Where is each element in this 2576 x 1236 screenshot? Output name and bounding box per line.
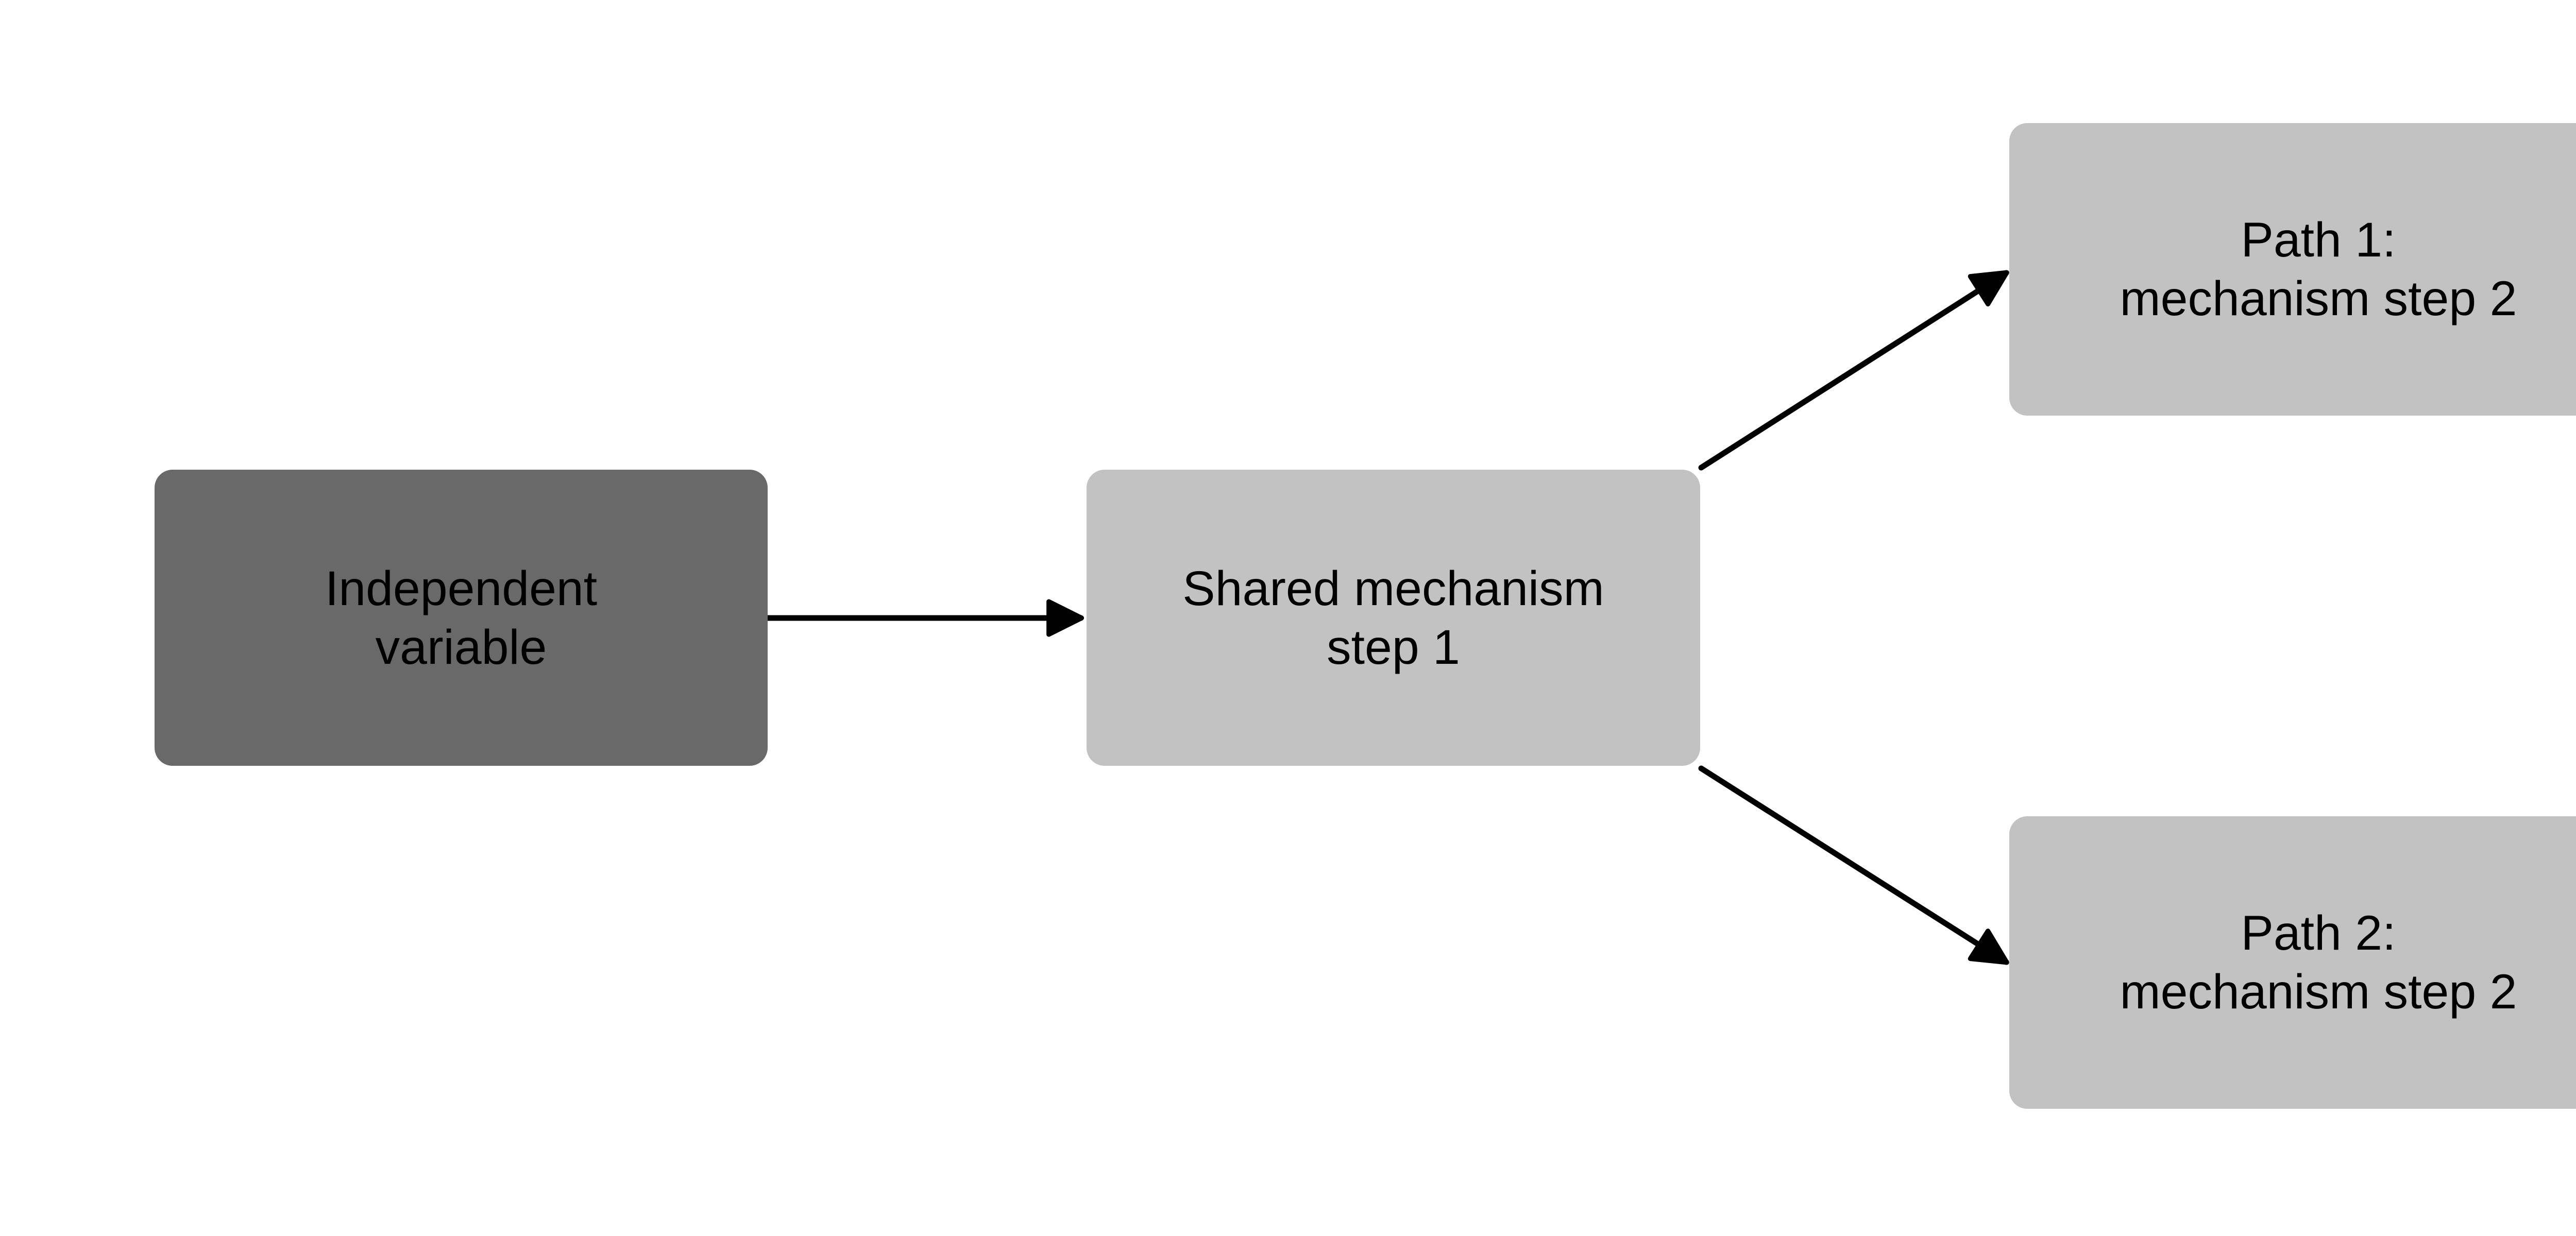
node-path-2-mechanism-step-2-label: Path 2: mechanism step 2	[2120, 906, 2517, 1019]
edge-shared-to-path2	[1698, 765, 2009, 965]
node-independent-variable: Independent variable	[155, 470, 768, 766]
node-path-2-mechanism-step-2: Path 2: mechanism step 2	[2009, 816, 2576, 1109]
node-shared-mechanism-step-1-label: Shared mechanism step 1	[1182, 561, 1604, 675]
node-path-1-mechanism-step-2: Path 1: mechanism step 2	[2009, 123, 2576, 416]
edge-shared-to-path1	[1698, 270, 2009, 471]
node-independent-variable-label: Independent variable	[325, 561, 598, 675]
node-shared-mechanism-step-1: Shared mechanism step 1	[1087, 470, 1700, 766]
node-path-1-mechanism-step-2-label: Path 1: mechanism step 2	[2120, 213, 2517, 326]
